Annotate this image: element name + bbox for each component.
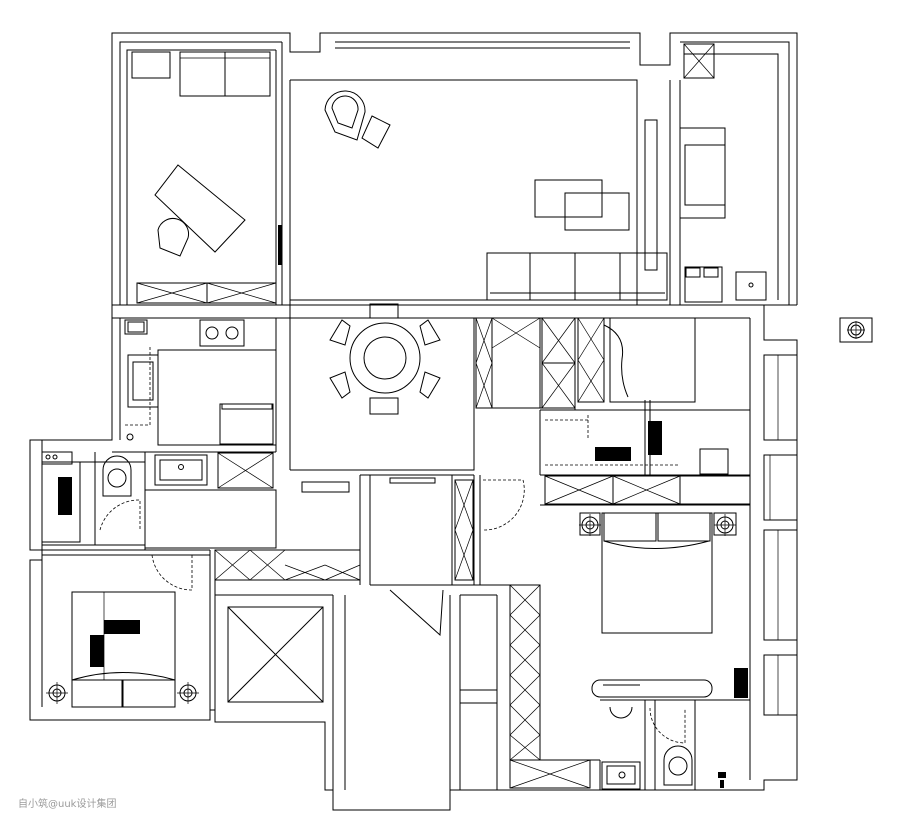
- kitchen-furniture: [124, 319, 277, 446]
- hall-cabinets: [144, 452, 591, 789]
- watermark: 自小筑@uuk设计集团: [18, 799, 117, 810]
- master-bedroom: [544, 475, 751, 634]
- elevator-shaft: [227, 606, 324, 703]
- compass-icon: [839, 317, 873, 343]
- balcony-furniture: [679, 43, 767, 303]
- exterior-walls: [29, 32, 798, 811]
- living-furniture: [289, 80, 668, 301]
- bedroom-bottom-left: [45, 591, 200, 708]
- left-bath: [41, 451, 141, 543]
- interior-walls: [42, 42, 797, 790]
- master-bath: [591, 668, 748, 790]
- dining-furniture: [329, 303, 441, 415]
- study-furniture: [131, 51, 282, 304]
- wardrobe-units: [475, 317, 729, 475]
